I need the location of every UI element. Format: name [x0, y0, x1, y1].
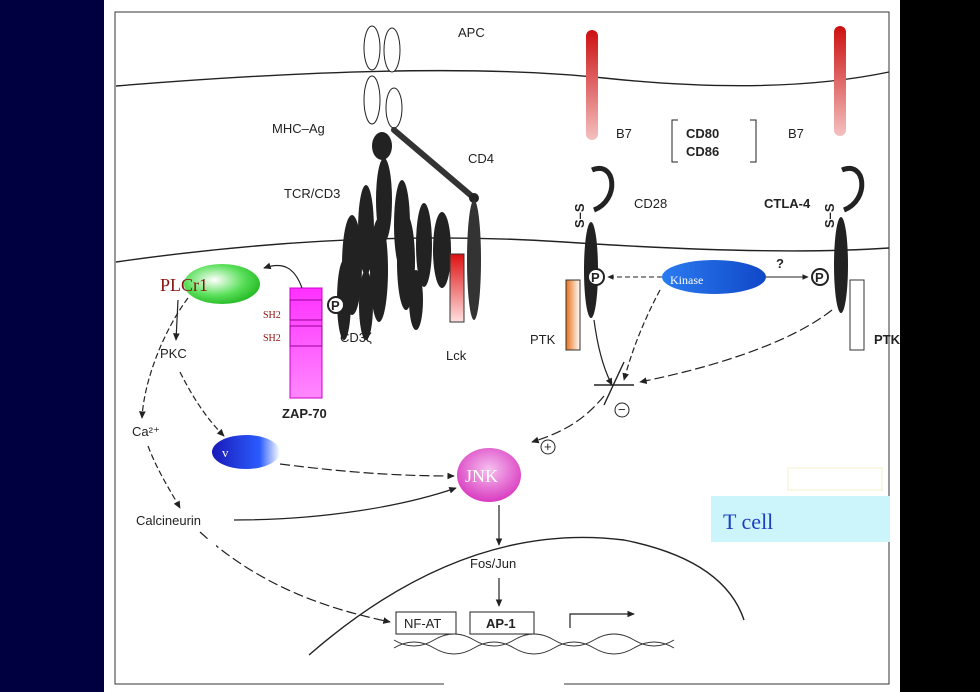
nfat-label: NF-AT: [404, 616, 441, 631]
figure-panel: APC MHC–Ag CD4 TCR/CD3 Lck SH2: [104, 0, 900, 692]
nuclear-membrane: [308, 536, 745, 656]
minus-label: −: [618, 402, 626, 417]
kinase-label: Kinase: [670, 273, 703, 287]
tcell-membrane: [115, 237, 890, 263]
p-label-cd3z: P: [331, 298, 340, 313]
nfat-box: [395, 611, 457, 635]
sh2-bottom-label: SH2: [263, 333, 281, 344]
apc-membrane: [115, 69, 890, 87]
minus-icon: [614, 402, 630, 418]
cd86-label: CD86: [686, 144, 719, 159]
ptk-label: PTK: [530, 332, 556, 347]
ptk-q-bar: [849, 279, 865, 351]
arrow-group: [139, 262, 833, 624]
cd3z-label: CD3ζ: [340, 330, 372, 345]
jnk-node: [457, 448, 521, 502]
lck-label: Lck: [446, 348, 467, 363]
transcription-arrow: [569, 610, 635, 628]
ptk-q-label: PTK?: [874, 332, 900, 347]
cd4-molecule: [391, 127, 481, 320]
b7-right-label: B7: [788, 126, 804, 141]
cd80-label: CD80: [686, 126, 719, 141]
figure-frame: [114, 11, 890, 685]
phospho-cd3z-icon: [327, 296, 345, 314]
cd28-label: CD28: [634, 196, 667, 211]
ap1-label: AP-1: [486, 616, 516, 631]
tcr-cd3-cluster: [337, 158, 451, 340]
phospho-cd28-icon: [587, 268, 605, 286]
signaling-diagram: APC MHC–Ag CD4 TCR/CD3 Lck SH2: [114, 11, 900, 692]
cd-bracket-right: [750, 119, 757, 163]
ss-left-label: S–S: [572, 203, 587, 228]
zap70-bar: [289, 287, 323, 399]
cd4-label: CD4: [468, 151, 494, 166]
zap70-label: ZAP-70: [282, 406, 327, 421]
tcr-cd3-label: TCR/CD3: [284, 186, 340, 201]
b7-left-molecule: [586, 30, 598, 140]
ss-right-label: S–S: [822, 203, 837, 228]
cd28-molecule: [584, 165, 615, 318]
mhc-ag-complex: [363, 25, 403, 160]
pkc-label: PKC: [160, 346, 187, 361]
sh2-top-label: SH2: [263, 310, 281, 321]
b7-left-label: B7: [616, 126, 632, 141]
ca-label: Ca²⁺: [132, 424, 160, 439]
b7-right-molecule: [834, 26, 846, 136]
ctla4-molecule: [834, 165, 865, 313]
ap1-box: [469, 611, 535, 635]
dna-strand-b: [393, 633, 675, 647]
fos-jun-label: Fos/Jun: [470, 556, 516, 571]
mask-bottom: [444, 680, 564, 692]
kinase-node: [662, 260, 766, 294]
tcell-label-box: [711, 496, 890, 542]
dna-strand-a: [393, 641, 675, 655]
mask-left: [116, 540, 216, 570]
mhc-ag-label: MHC–Ag: [272, 121, 325, 136]
inhibition-slash: [603, 361, 625, 406]
plcr1-label: PLCr1: [160, 275, 208, 295]
plcr1-node: [184, 264, 260, 304]
cd-bracket-left: [671, 119, 678, 163]
plus-icon: [540, 439, 556, 455]
phospho-ctla4-icon: [811, 268, 829, 286]
tcell-label: T cell: [723, 509, 773, 534]
apc-label: APC: [458, 25, 485, 40]
p-label-cd28: P: [591, 270, 600, 285]
question-label: ?: [776, 256, 784, 271]
ctla4-label: CTLA-4: [764, 196, 811, 211]
ptk-bar: [565, 279, 581, 351]
left-navy-band: [0, 0, 104, 692]
calcineurin-label: Calcineurin: [136, 513, 201, 528]
p-label-ctla4: P: [815, 270, 824, 285]
tcell-small-box: [787, 467, 883, 491]
lck-bar: [449, 253, 465, 323]
vav-label: v: [222, 445, 229, 460]
plus-label: +: [544, 439, 552, 454]
jnk-label: JNK: [465, 466, 498, 486]
vav-node: [212, 435, 280, 469]
